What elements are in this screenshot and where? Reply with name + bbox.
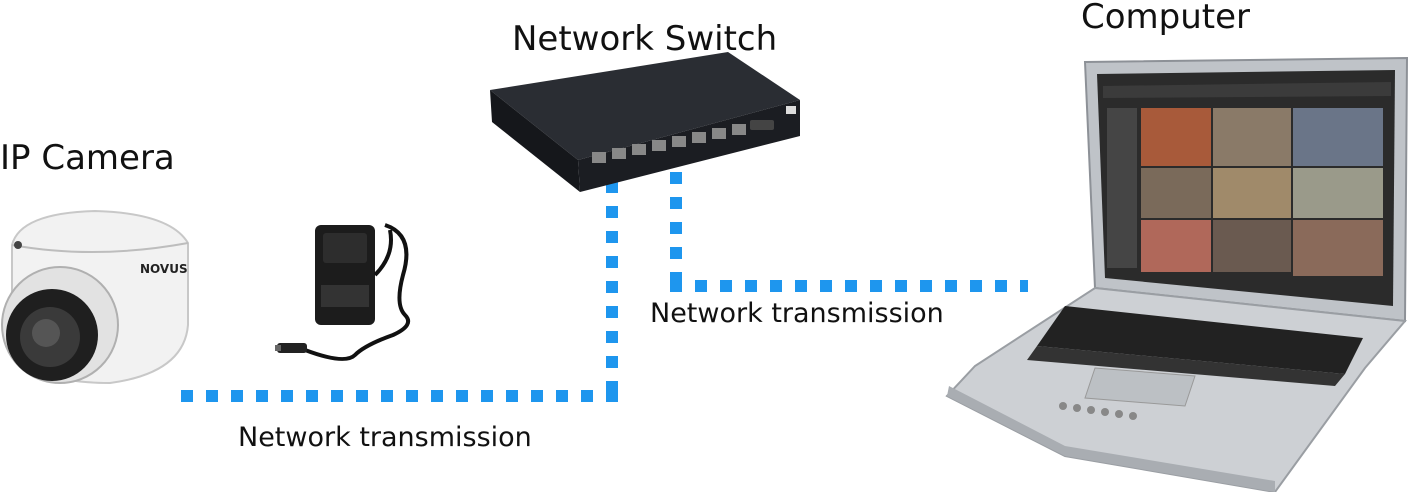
network-switch-label: Network Switch: [512, 19, 778, 59]
dome-camera-icon: NOVUS: [1, 209, 189, 385]
network-transmission-label-camera: Network transmission: [238, 422, 532, 453]
network-switch-icon: [490, 52, 800, 192]
computer-link-horizontal: [670, 280, 1028, 292]
computer-label: Computer: [1081, 0, 1251, 37]
laptop-icon: [945, 56, 1409, 492]
camera-link-horizontal: [181, 390, 618, 402]
network-transmission-label-computer: Network transmission: [650, 298, 944, 329]
screen-camera-tiles: [1103, 82, 1391, 276]
camera-link-vertical: [606, 181, 618, 402]
computer-link-vertical: [670, 172, 682, 292]
camera-brand-text: NOVUS: [140, 262, 188, 276]
ip-camera-label: IP Camera: [0, 138, 175, 178]
power-adapter-icon: [275, 223, 410, 361]
